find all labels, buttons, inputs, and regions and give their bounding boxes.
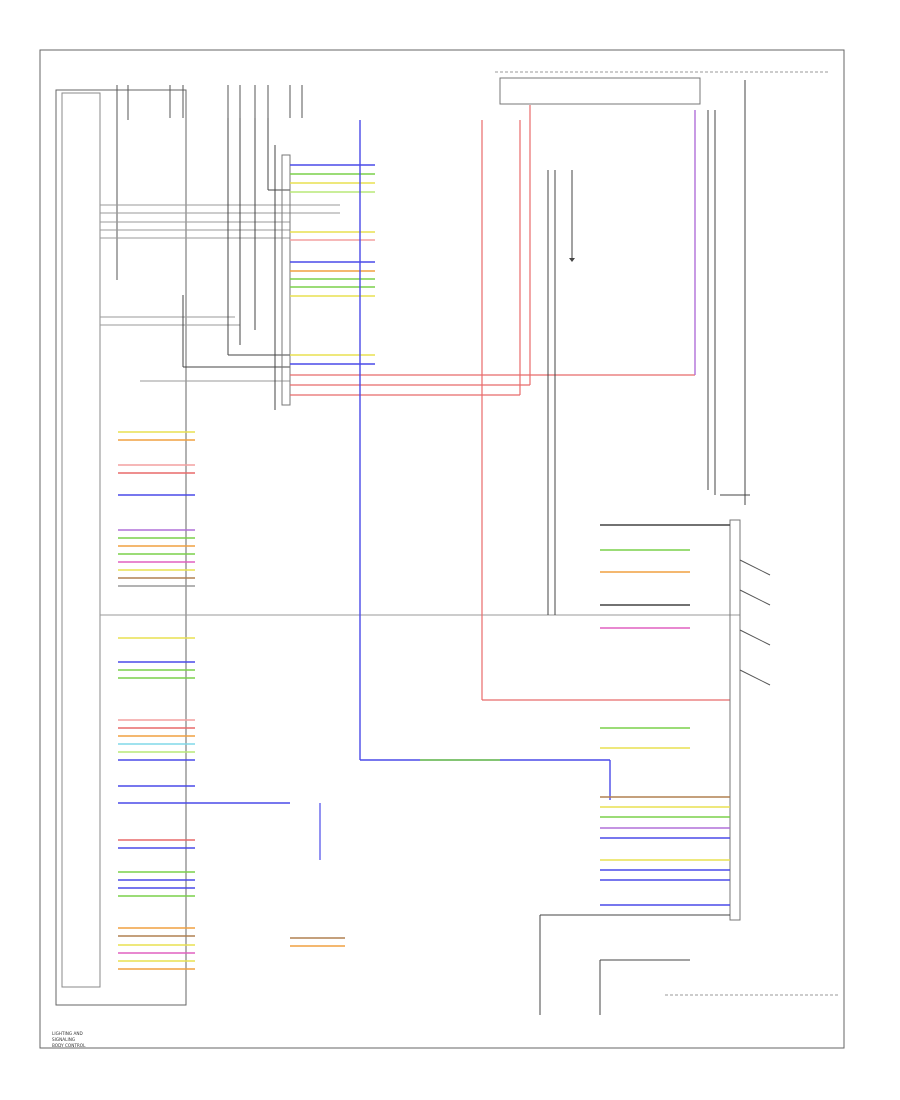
bcm-label-line-2: SIGNALING — [52, 1037, 75, 1042]
top-right-fuse-box — [499, 77, 701, 105]
red-power-wires — [290, 105, 730, 701]
switch-contacts — [739, 559, 771, 686]
combination-switch — [729, 519, 741, 921]
bcm-label-line-1: LIGHTING AND — [52, 1031, 83, 1036]
diagnostic-arrow-head — [569, 258, 575, 262]
diagram-frame — [39, 49, 845, 1049]
bcm-inner-strip — [61, 92, 101, 988]
switch-colored-wires — [600, 524, 730, 906]
bcm-colored-outputs — [118, 431, 195, 970]
center-colored-wires — [290, 164, 375, 365]
bottom-ground-drops — [539, 915, 690, 1015]
center-connector-trunks — [182, 118, 290, 410]
body-control-module — [55, 89, 187, 1006]
right-switch-signal-wires — [547, 80, 750, 615]
bcm-signal-buses — [100, 204, 740, 616]
fuse-group-left — [116, 85, 303, 280]
center-connector — [281, 154, 291, 406]
bcm-label-line-3: BODY CONTROL — [52, 1043, 86, 1048]
